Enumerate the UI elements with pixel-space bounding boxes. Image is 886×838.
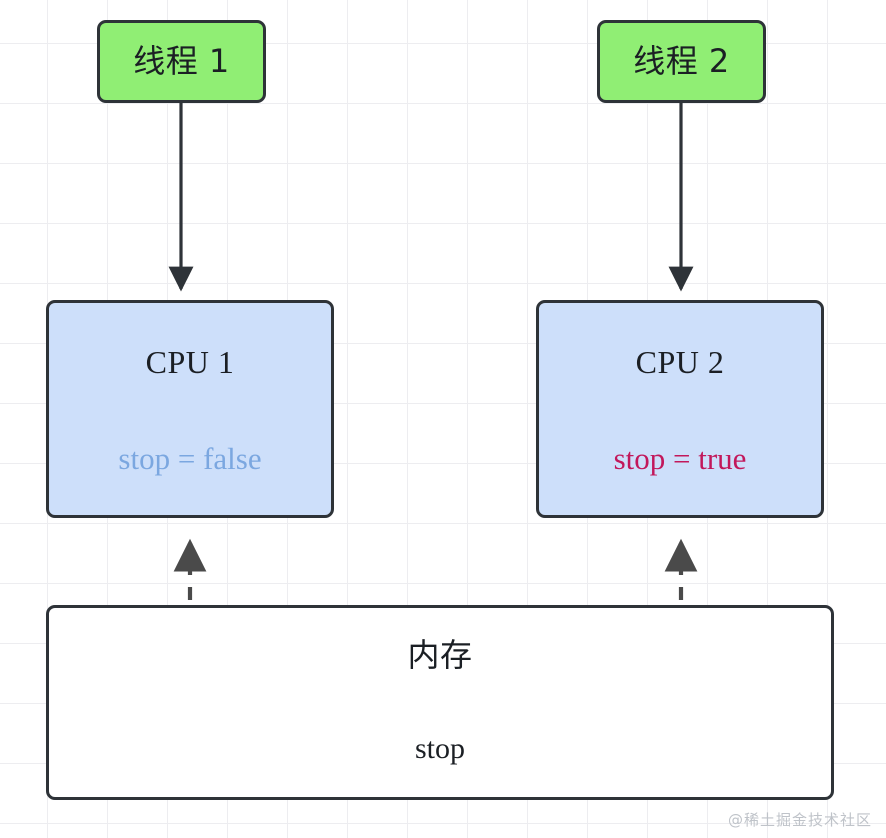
cpu-1-label: CPU 1 xyxy=(145,344,235,380)
thread-1-node[interactable]: 线程 1 xyxy=(97,20,266,103)
cpu-1-value: stop = false xyxy=(118,441,262,476)
memory-variable-stop: stop xyxy=(414,732,465,765)
cpu-2-node[interactable]: CPU 2 stop = true xyxy=(536,300,824,518)
cpu-2-value: stop = true xyxy=(613,441,747,476)
thread-2-node[interactable]: 线程 2 xyxy=(597,20,766,103)
cpu-1-node[interactable]: CPU 1 stop = false xyxy=(46,300,334,518)
thread-2-label: 线程 2 xyxy=(633,41,730,80)
memory-node[interactable]: 内存 stop xyxy=(46,605,834,800)
watermark: @稀土掘金技术社区 xyxy=(727,811,872,829)
memory-label: 内存 xyxy=(407,636,473,674)
cpu-2-label: CPU 2 xyxy=(635,344,725,380)
thread-1-label: 线程 1 xyxy=(133,41,230,80)
